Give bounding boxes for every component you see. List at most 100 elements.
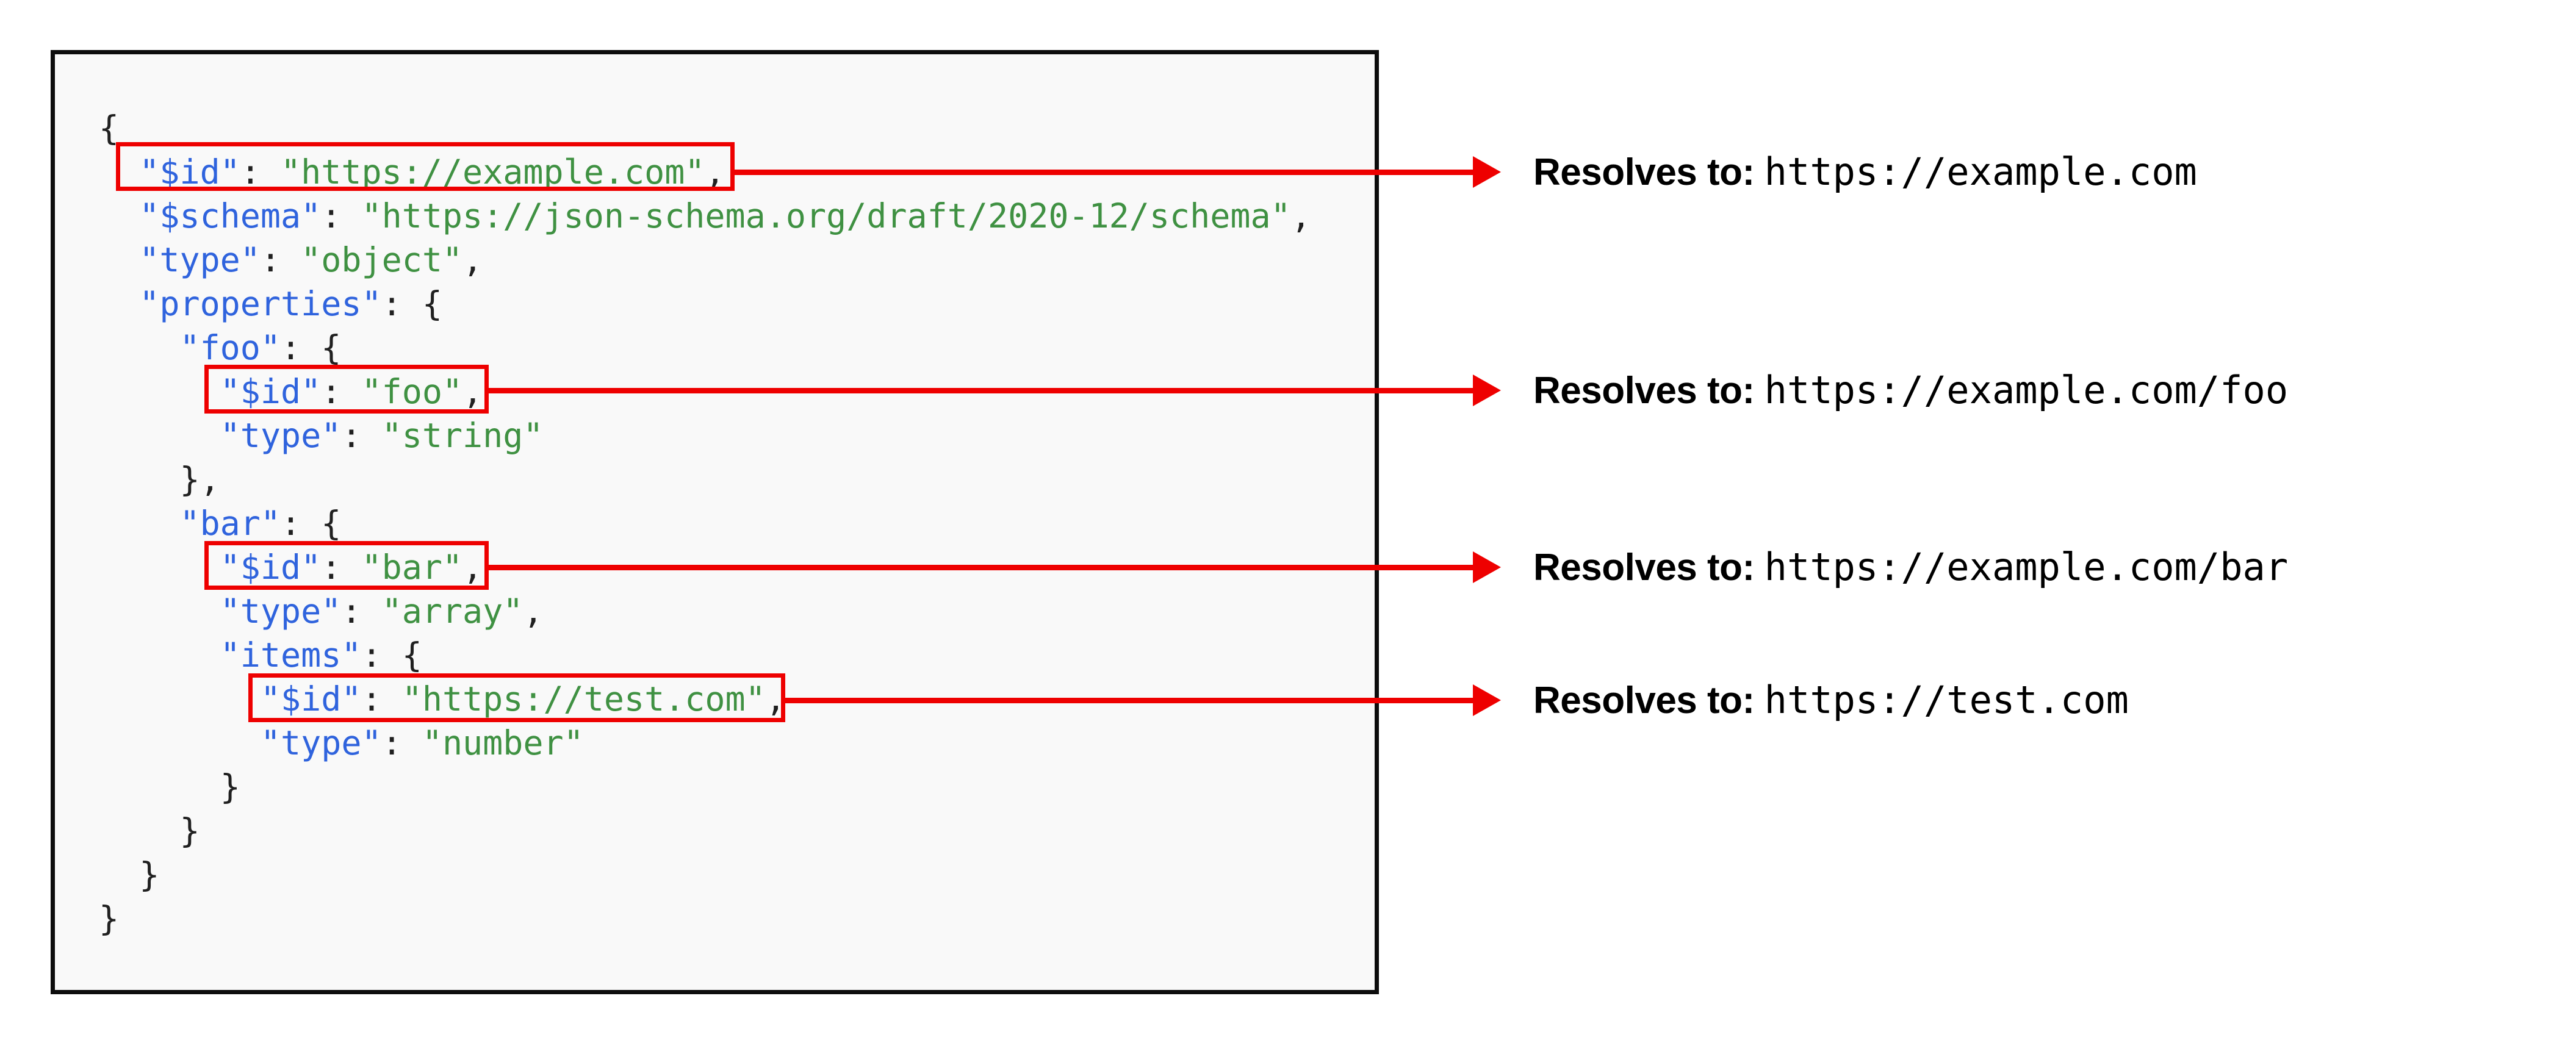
code-line: } xyxy=(99,853,1311,897)
code-indent xyxy=(99,284,139,323)
code-token: , xyxy=(462,548,483,587)
code-indent xyxy=(99,548,220,587)
code-token: "type" xyxy=(139,240,261,279)
code-token: "string" xyxy=(381,416,544,455)
arrow-head-icon-1 xyxy=(1473,156,1501,188)
resolved-uri-value: https://test.com xyxy=(1764,678,2129,722)
code-token: "$id" xyxy=(139,152,240,192)
code-indent xyxy=(99,723,261,762)
resolved-uri-value: https://example.com/foo xyxy=(1764,368,2289,412)
code-token: "array" xyxy=(381,592,523,631)
resolution-row-2: Resolves to:https://example.com/foo xyxy=(1533,371,2288,410)
code-token: : xyxy=(260,240,301,279)
code-indent xyxy=(99,152,139,192)
code-indent xyxy=(99,767,220,806)
code-line: } xyxy=(99,765,1311,809)
code-indent xyxy=(99,196,139,235)
code-line: "bar": { xyxy=(99,501,1311,545)
code-line: "$id": "https://example.com", xyxy=(99,150,1311,194)
code-token: , xyxy=(462,372,483,411)
code-token: : xyxy=(321,548,362,587)
resolves-to-label: Resolves to: xyxy=(1533,151,1755,193)
code-token: { xyxy=(99,109,120,148)
code-token: , xyxy=(705,152,725,192)
resolution-row-3: Resolves to:https://example.com/bar xyxy=(1533,548,2288,587)
code-line: "type": "number" xyxy=(99,721,1311,765)
code-token: "bar" xyxy=(179,504,281,543)
arrow-line-3 xyxy=(489,565,1477,570)
code-token: , xyxy=(1290,196,1311,235)
code-line: "type": "string" xyxy=(99,414,1311,457)
code-line: "type": "object", xyxy=(99,238,1311,282)
code-line: { xyxy=(99,106,1311,150)
code-token: } xyxy=(99,899,120,938)
code-line: } xyxy=(99,897,1311,941)
code-indent xyxy=(99,679,261,719)
code-token: : xyxy=(321,372,362,411)
arrow-head-icon-2 xyxy=(1473,375,1501,406)
code-token: : { xyxy=(381,284,442,323)
code-token: } xyxy=(179,811,200,850)
resolved-uri-value: https://example.com xyxy=(1764,149,2197,194)
code-token: , xyxy=(523,592,544,631)
resolves-to-label: Resolves to: xyxy=(1533,370,1755,412)
code-token: } xyxy=(220,767,240,806)
code-token: "bar" xyxy=(361,548,463,587)
code-token: : xyxy=(381,723,422,762)
arrow-line-4 xyxy=(785,698,1477,703)
code-token: "type" xyxy=(220,416,342,455)
code-token: "$id" xyxy=(220,548,322,587)
code-token: : xyxy=(341,416,382,455)
code-line: "$id": "foo", xyxy=(99,370,1311,414)
code-indent xyxy=(99,811,179,850)
code-token: : xyxy=(341,592,382,631)
resolution-row-1: Resolves to:https://example.com xyxy=(1533,153,2197,192)
code-line: "items": { xyxy=(99,633,1311,677)
code-line: } xyxy=(99,809,1311,853)
code-indent xyxy=(99,592,220,631)
code-line: "properties": { xyxy=(99,282,1311,326)
code-token: "items" xyxy=(220,636,362,675)
arrow-line-1 xyxy=(735,170,1477,175)
code-token: "https://test.com" xyxy=(401,679,766,719)
code-indent xyxy=(99,855,139,894)
code-indent xyxy=(99,240,139,279)
code-token: , xyxy=(765,679,786,719)
resolved-uri-value: https://example.com/bar xyxy=(1764,545,2289,589)
code-token: , xyxy=(462,240,483,279)
code-token: "$id" xyxy=(260,679,362,719)
code-token: "foo" xyxy=(361,372,463,411)
code-indent xyxy=(99,416,220,455)
code-line: }, xyxy=(99,457,1311,501)
code-token: } xyxy=(139,855,160,894)
code-token: "type" xyxy=(260,723,382,762)
code-token: "properties" xyxy=(139,284,382,323)
code-indent xyxy=(99,372,220,411)
code-token: : { xyxy=(361,636,422,675)
code-token: : xyxy=(240,152,281,192)
code-indent xyxy=(99,328,179,367)
code-token: }, xyxy=(179,460,220,499)
code-token: : { xyxy=(281,328,342,367)
code-line: "$id": "bar", xyxy=(99,545,1311,589)
arrow-line-2 xyxy=(489,388,1477,393)
resolves-to-label: Resolves to: xyxy=(1533,679,1755,722)
code-line: "type": "array", xyxy=(99,589,1311,633)
arrow-head-icon-3 xyxy=(1473,551,1501,583)
code-line: "foo": { xyxy=(99,326,1311,370)
resolves-to-label: Resolves to: xyxy=(1533,547,1755,589)
code-token: "https://example.com" xyxy=(281,152,705,192)
code-token: : xyxy=(361,679,402,719)
code-line: "$id": "https://test.com", xyxy=(99,677,1311,721)
code-line: "$schema": "https://json-schema.org/draf… xyxy=(99,194,1311,238)
code-token: "$id" xyxy=(220,372,322,411)
code-token: : xyxy=(321,196,362,235)
code-token: "type" xyxy=(220,592,342,631)
arrow-head-icon-4 xyxy=(1473,684,1501,716)
code-indent xyxy=(99,504,179,543)
code-token: "https://json-schema.org/draft/2020-12/s… xyxy=(361,196,1291,235)
code-token: : { xyxy=(281,504,342,543)
code-token: "$schema" xyxy=(139,196,322,235)
code-indent xyxy=(99,636,220,675)
